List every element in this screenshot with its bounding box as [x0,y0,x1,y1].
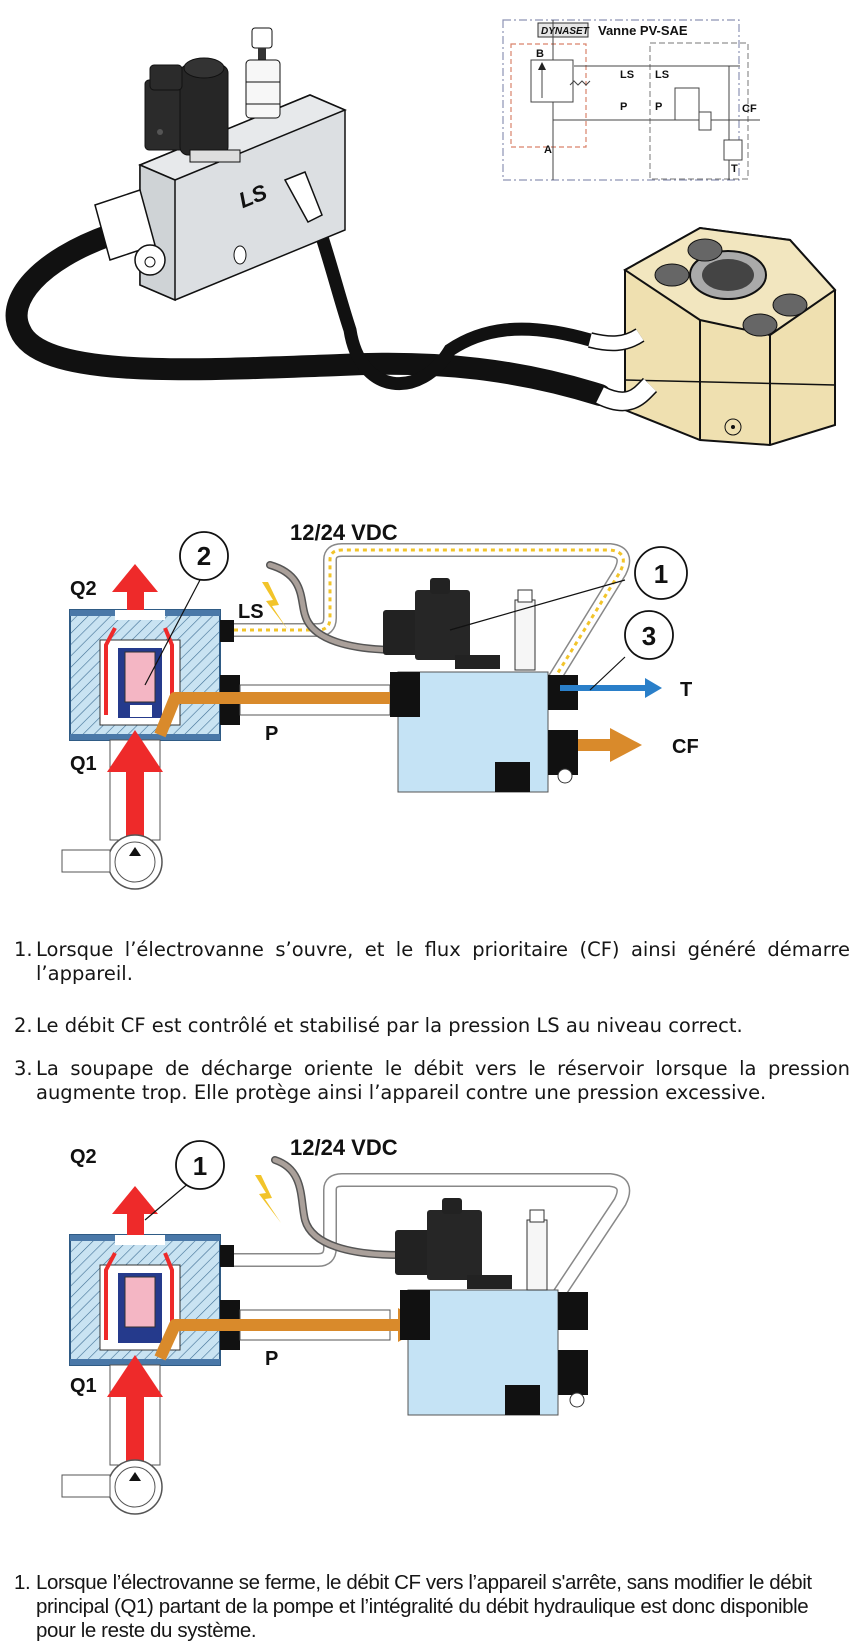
port-ls-label-2: LS [655,69,669,81]
q1-label: Q1 [70,753,97,775]
port-t-label: T [731,163,738,175]
t-label: T [680,679,692,701]
fitting-pressure [94,189,166,276]
list-item: 2. Le débit CF est contrôlé et stabilisé… [14,1014,850,1038]
flow-q2-arrow [112,564,158,592]
motor-fittings [588,328,658,412]
q1-label: Q1 [70,1375,97,1397]
callout-2: 2 [144,531,229,686]
svg-text:3: 3 [642,621,656,651]
hydraulic-motor [623,226,837,447]
cf-label: CF [672,736,699,758]
control-valve-block [395,1198,588,1416]
figure-valve-closed: 1 12/24 VDC Q2 P Q1 [61,1135,631,1515]
svg-text:2: 2 [197,541,211,571]
port-a-label: A [544,144,552,156]
list-item-text: Lorsque l’électrovanne se ferme, le débi… [36,1571,812,1642]
list-item-number: 1. [14,1571,31,1594]
list-item-text: Lorsque l’électrovanne s’ouvre, et le fl… [36,938,850,985]
ls-label: LS [238,601,264,623]
port-p-label-2: P [655,101,662,113]
list-item: 1. Lorsque l’électrovanne s’ouvre, et le… [14,938,850,986]
voltage-label: 12/24 VDC [290,1135,398,1160]
schematic-title: Vanne PV-SAE [598,23,688,38]
fitting-ls [283,171,323,223]
svg-text:1: 1 [193,1151,207,1181]
port-cf-label: CF [742,103,757,115]
pump-assembly [61,730,163,890]
solenoid-coil [144,57,241,163]
callout-1: 1 [144,1140,225,1221]
electric-bolt-icon [262,582,288,630]
list-item-number: 2. [14,1014,33,1037]
list-item: 1. Lorsque l’électrovanne se ferme, le d… [14,1571,850,1643]
pump-assembly [61,1355,163,1515]
port-p-label-1: P [620,101,627,113]
electric-bolt-icon [255,1175,281,1223]
priority-valve [69,609,221,741]
valve-block: LS [94,27,347,302]
figure-valve-open: 2 1 3 12/24 VDC Q2 LS P Q1 T CF [61,520,699,890]
brand-logo [537,22,589,38]
list-item-number: 3. [14,1057,33,1080]
list-item-text: La soupape de décharge oriente le débit … [36,1057,850,1104]
list-item-text: Le débit CF est contrôlé et stabilisé pa… [36,1014,743,1037]
list-item: 3. La soupape de décharge oriente le déb… [14,1057,850,1105]
p-label: P [265,723,278,745]
brand-logo-text: DYNASET [541,26,590,37]
svg-text:1: 1 [654,559,668,589]
q2-label: Q2 [70,578,97,600]
q2-label: Q2 [70,1146,97,1168]
hose-pressure [5,224,611,406]
list-item-number: 1. [14,938,33,961]
voltage-label: 12/24 VDC [290,520,398,545]
flow-blocked [154,1319,400,1361]
callout-1: 1 [449,546,688,631]
hose-ls [311,218,597,391]
figure-assembly-3d: LS [5,19,837,447]
priority-valve [69,1234,221,1366]
flow-q2-arrow [112,1186,158,1214]
hydraulic-schematic: DYNASET Vanne PV-SAE B A LS P LS P CF T [502,19,760,181]
p-label: P [265,1348,278,1370]
port-b-label: B [536,48,544,60]
pressure-adjuster [245,27,281,119]
control-valve-block [383,578,578,793]
port-ls-label-1: LS [620,69,634,81]
callout-3: 3 [589,610,674,691]
